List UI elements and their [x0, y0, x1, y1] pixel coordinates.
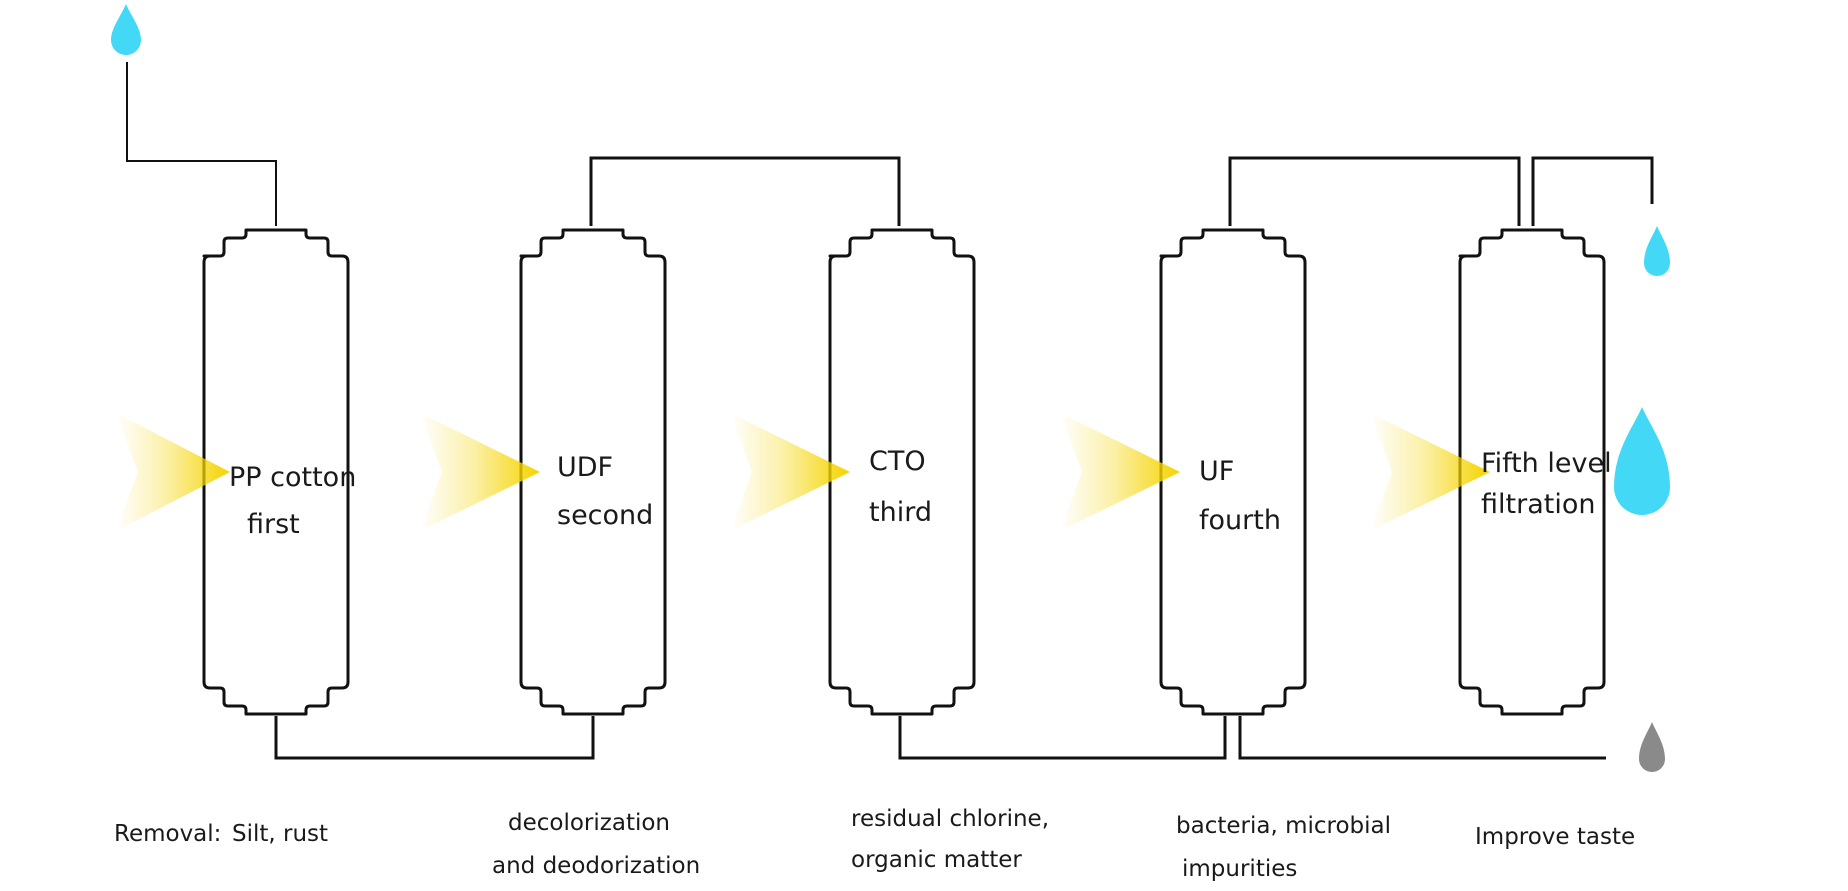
filter-1-stage: first	[247, 509, 300, 540]
removal-item-2-line2: and deodorization	[492, 853, 700, 879]
pipe-pp-to-udf	[274, 716, 595, 760]
filter-4-name: UF	[1199, 456, 1234, 487]
filter-4-stage: fourth	[1199, 505, 1281, 536]
filter-2-stage: second	[557, 500, 653, 531]
removal-label: Removal:	[114, 821, 221, 847]
removal-item-4-line1: bacteria, microbial	[1176, 813, 1391, 839]
filter-5-stage: filtration	[1481, 489, 1595, 520]
flow-arrow-icon	[420, 413, 540, 531]
waste-water-drop-icon	[1639, 722, 1665, 772]
inlet-pipe	[126, 62, 277, 226]
inlet-water-drop-icon	[111, 4, 141, 55]
pipe-outlet	[1531, 156, 1654, 226]
pipe-uf-to-fifth	[1228, 156, 1521, 226]
flow-arrow-icon	[1370, 413, 1490, 531]
pipe-cto-to-uf	[898, 716, 1227, 760]
filter-2-name: UDF	[557, 452, 613, 483]
filter-5-name: Fifth level	[1481, 448, 1612, 479]
outlet-water-drop-small-icon	[1644, 226, 1670, 276]
flow-arrow-icon	[1060, 413, 1180, 531]
flow-arrow-icon	[116, 413, 230, 531]
removal-item-5: Improve taste	[1475, 824, 1635, 850]
pipe-udf-to-cto	[589, 156, 901, 226]
outlet-water-drop-large-icon	[1614, 407, 1670, 515]
removal-item-1: Silt, rust	[232, 821, 328, 847]
filter-1-name: PP cotton	[229, 462, 356, 493]
flow-arrow-icon	[730, 413, 850, 531]
removal-item-3-line1: residual chlorine,	[851, 806, 1049, 832]
removal-item-2-line1: decolorization	[508, 810, 670, 836]
filter-3-name: CTO	[869, 446, 926, 477]
filter-3-stage: third	[869, 497, 932, 528]
pipe-waste	[1238, 716, 1606, 760]
removal-item-4-line2: impurities	[1182, 856, 1297, 882]
removal-item-3-line2: organic matter	[851, 847, 1022, 873]
